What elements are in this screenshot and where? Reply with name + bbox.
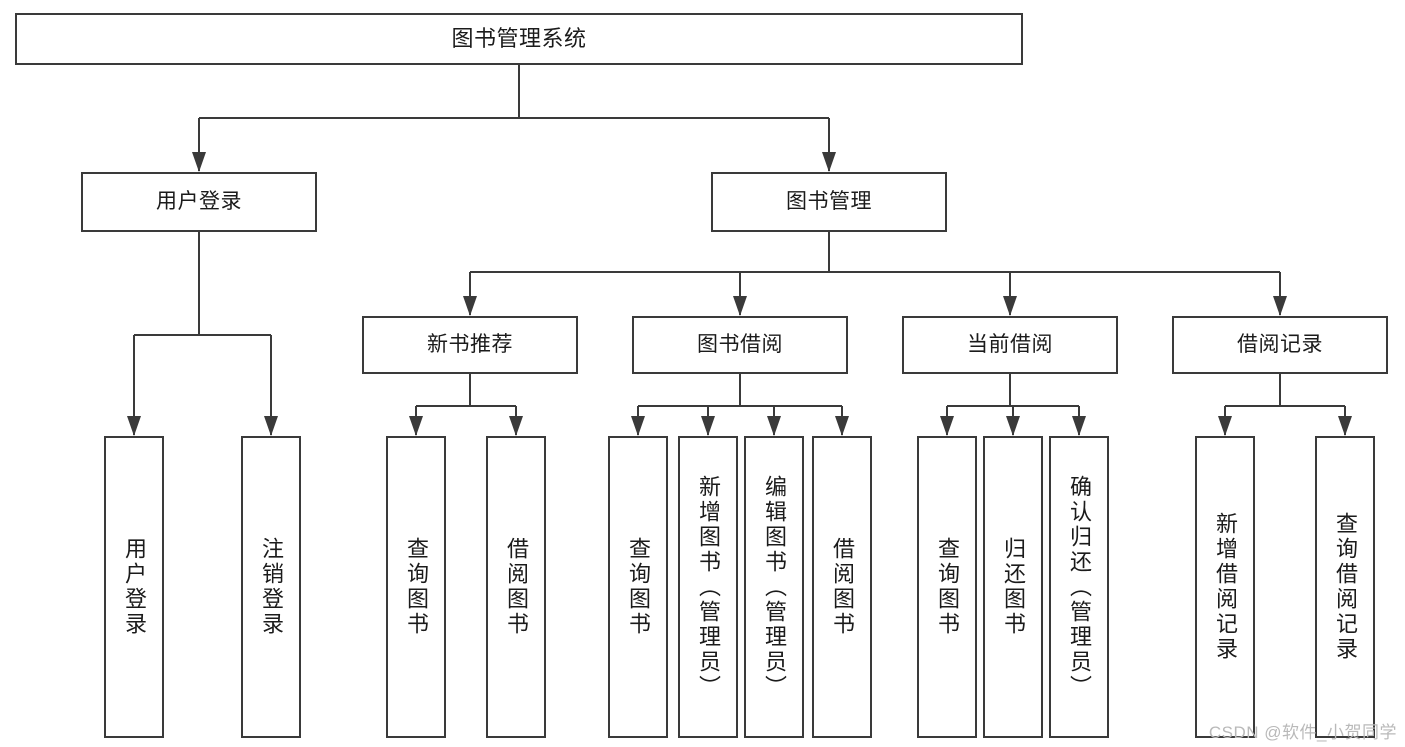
node-leaf-add-book[interactable]: 新增图书（管理员） [678, 436, 738, 738]
node-leaf-query-borrow-record[interactable]: 查询借阅记录 [1315, 436, 1375, 738]
node-user-login-label: 用户登录 [156, 189, 242, 213]
node-root-label: 图书管理系统 [451, 26, 587, 52]
node-book-borrow-label: 图书借阅 [697, 332, 783, 356]
node-book-management-label: 图书管理 [786, 189, 872, 213]
node-leaf-borrow-book-1[interactable]: 借阅图书 [486, 436, 546, 738]
node-leaf-query-book-3-label: 查询图书 [935, 537, 960, 637]
node-borrow-record-label: 借阅记录 [1237, 332, 1323, 356]
watermark: CSDN @软件_小贺同学 [1208, 723, 1397, 742]
node-user-login[interactable]: 用户登录 [81, 172, 317, 232]
node-book-management[interactable]: 图书管理 [711, 172, 947, 232]
node-leaf-return-book[interactable]: 归还图书 [983, 436, 1043, 738]
node-leaf-borrow-book-2[interactable]: 借阅图书 [812, 436, 872, 738]
node-leaf-add-borrow-record-label: 新增借阅记录 [1213, 512, 1238, 662]
node-leaf-add-book-label: 新增图书（管理员） [696, 474, 721, 700]
node-borrow-record[interactable]: 借阅记录 [1172, 316, 1388, 374]
node-leaf-logout-login-label: 注销登录 [259, 537, 284, 637]
node-leaf-query-borrow-record-label: 查询借阅记录 [1333, 512, 1358, 662]
node-leaf-confirm-return[interactable]: 确认归还（管理员） [1049, 436, 1109, 738]
node-leaf-edit-book[interactable]: 编辑图书（管理员） [744, 436, 804, 738]
node-leaf-query-book-1[interactable]: 查询图书 [386, 436, 446, 738]
node-leaf-return-book-label: 归还图书 [1001, 537, 1026, 637]
node-leaf-user-login-label: 用户登录 [122, 537, 147, 637]
node-leaf-query-book-2[interactable]: 查询图书 [608, 436, 668, 738]
node-leaf-borrow-book-2-label: 借阅图书 [830, 537, 855, 637]
node-leaf-confirm-return-label: 确认归还（管理员） [1067, 474, 1092, 700]
node-new-book-recommend-label: 新书推荐 [427, 332, 513, 356]
node-leaf-add-borrow-record[interactable]: 新增借阅记录 [1195, 436, 1255, 738]
node-book-borrow[interactable]: 图书借阅 [632, 316, 848, 374]
node-new-book-recommend[interactable]: 新书推荐 [362, 316, 578, 374]
node-leaf-borrow-book-1-label: 借阅图书 [504, 537, 529, 637]
node-leaf-user-login[interactable]: 用户登录 [104, 436, 164, 738]
node-current-borrow-label: 当前借阅 [967, 332, 1053, 356]
node-leaf-edit-book-label: 编辑图书（管理员） [762, 474, 787, 700]
node-current-borrow[interactable]: 当前借阅 [902, 316, 1118, 374]
node-leaf-query-book-2-label: 查询图书 [626, 537, 651, 637]
node-leaf-logout-login[interactable]: 注销登录 [241, 436, 301, 738]
node-leaf-query-book-3[interactable]: 查询图书 [917, 436, 977, 738]
node-root[interactable]: 图书管理系统 [15, 13, 1023, 65]
node-leaf-query-book-1-label: 查询图书 [404, 537, 429, 637]
